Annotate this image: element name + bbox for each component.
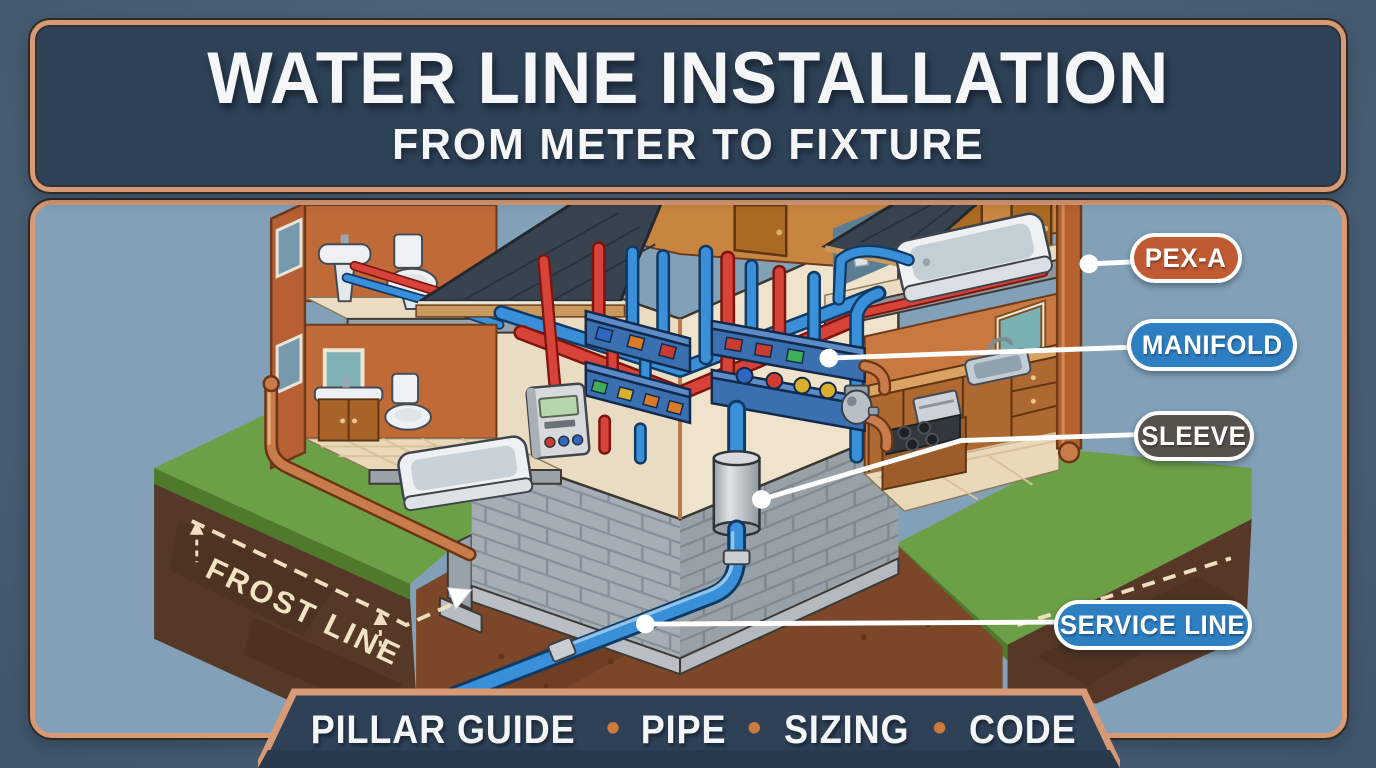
door-opening [733,205,788,258]
vanity-sink [313,375,384,442]
house-cutaway-illustration: FROST LINE [35,205,1342,733]
footer-item-sizing: SIZING [784,707,910,752]
leader-dot-pex [1079,254,1099,274]
leader-dot-sleeve [752,490,771,509]
manifold-left [584,309,692,425]
footer-text-row: PILLAR GUIDE • PIPE • SIZING • CODE [258,688,1120,768]
kitchen-sink [964,336,1032,386]
callout-pex-a-label: PEX-A [1145,242,1227,273]
callout-pex-a: PEX-A [1130,233,1242,283]
bathtub [397,435,534,512]
callout-service-line: SERVICE LINE [1054,600,1252,650]
toilet [384,372,432,431]
window [275,217,303,279]
pipe-coupling [722,549,751,566]
footer-banner: PILLAR GUIDE • PIPE • SIZING • CODE [258,688,1120,768]
callout-sleeve-label: SLEEVE [1141,420,1247,451]
callout-manifold: MANIFOLD [1127,319,1297,371]
pressure-valve [840,384,880,425]
corner-post [1055,205,1083,450]
water-meter [525,254,591,460]
service-line-assembly [444,399,761,706]
pex-pipe-runs [493,241,915,465]
footer-trapezoid [258,688,1120,768]
callout-service-line-label: SERVICE LINE [1060,609,1246,640]
meter-display [538,394,580,419]
footer-separator-dot: • [606,706,621,750]
bathtub-upper [894,212,1053,303]
callout-leaders [635,254,1137,634]
footer-item-code: CODE [968,707,1077,752]
right-wing [823,205,1083,513]
footer-item-pillar-guide: PILLAR GUIDE [310,707,576,752]
footer-separator-dot: • [932,706,947,750]
copper-exterior-pipe [262,375,477,562]
pipe-coupling [547,636,577,663]
leader-dot-manifold [819,348,839,368]
header-banner: WATER LINE INSTALLATION FROM METER TO FI… [30,20,1346,192]
arrowhead [447,587,473,611]
footer-separator-dot: • [747,706,762,750]
left-wing [269,205,562,512]
poster-title: WATER LINE INSTALLATION [207,37,1169,119]
callout-manifold-label: MANIFOLD [1141,329,1283,360]
callout-sleeve: SLEEVE [1134,411,1254,461]
pipe-sleeve [712,450,761,537]
manifold-right [710,319,894,453]
pedestal-sink [317,234,372,303]
poster-subtitle: FROM METER TO FIXTURE [391,120,985,170]
leader-dot-service [635,614,655,634]
window [275,333,303,395]
footer-item-pipe: PIPE [640,707,727,752]
